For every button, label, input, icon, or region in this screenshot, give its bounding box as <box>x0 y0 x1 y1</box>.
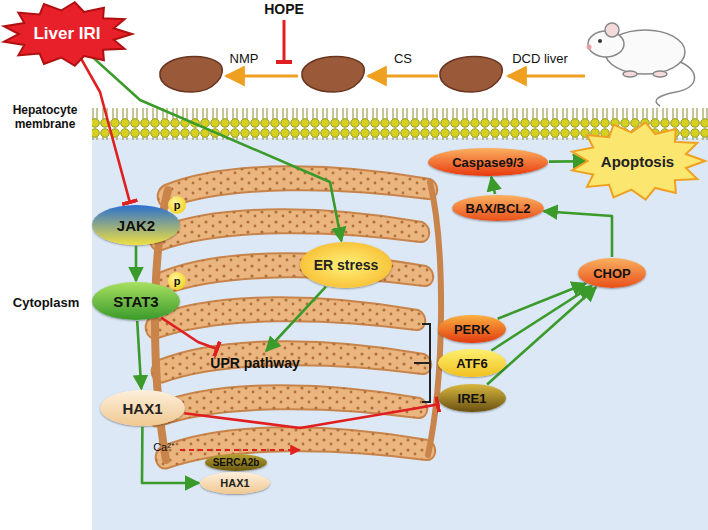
phospho-mark: p <box>174 276 181 287</box>
treatment-label-box: HOPE <box>258 1 310 17</box>
inhibition-line <box>81 58 130 203</box>
sensor-ellipse: ATF6 <box>438 349 506 377</box>
node-text: Apoptosis <box>601 153 674 170</box>
node-text: HAX1 <box>122 400 162 417</box>
step-label: CS <box>394 51 412 66</box>
region-label: Hepatocyte membrane <box>13 103 78 131</box>
node-text: UPR pathway <box>210 355 299 371</box>
step-label: NMP <box>230 51 259 66</box>
node-text: ER stress <box>314 257 379 273</box>
inhibition-line <box>184 404 437 428</box>
step-label-box: NMP <box>224 52 264 67</box>
step-label: DCD liver <box>512 51 568 66</box>
ion-label: Ca²⁺ <box>153 441 175 453</box>
liver-illustration <box>160 56 502 92</box>
outcome-burst: Apoptosis <box>570 122 705 200</box>
region-label: Cytoplasm <box>13 295 79 310</box>
activation-arrow <box>491 177 495 194</box>
transcription-factor-ellipse: STAT3 <box>92 282 180 320</box>
calcium-flux <box>180 449 300 451</box>
activation-arrow <box>487 287 596 384</box>
burst-shape <box>4 2 132 65</box>
phospho-mark-box: p <box>168 272 186 290</box>
sensor-ellipse: IRE1 <box>438 384 506 412</box>
effector-ellipse: CHOP <box>578 258 646 288</box>
activation-arrow <box>137 321 141 389</box>
endoplasmic-reticulum <box>146 166 441 468</box>
node-text: ATF6 <box>456 356 488 371</box>
hope-inhibition <box>283 20 286 62</box>
step-label-box: DCD liver <box>505 52 575 67</box>
protein-ellipse: HAX1 <box>100 390 185 426</box>
stress-ellipse: ER stress <box>300 242 392 288</box>
rat-illustration <box>587 23 695 106</box>
node-text: HAX1 <box>220 477 249 489</box>
activation-arrow <box>491 286 591 351</box>
perfusion-arrows <box>226 75 585 78</box>
node-text: BAX/BCL2 <box>465 201 530 216</box>
node-text: JAK2 <box>117 217 155 234</box>
activation-arrow <box>498 284 586 319</box>
step-label-box: CS <box>388 52 418 67</box>
node-text: Caspase9/3 <box>452 155 524 170</box>
node-text: SERCA2b <box>213 457 260 468</box>
activation-arrow <box>142 427 199 483</box>
node-text: IRE1 <box>458 391 487 406</box>
injury-burst: Liver IRI <box>2 2 132 66</box>
node-text: PERK <box>454 322 490 337</box>
phospho-mark-box: p <box>168 196 186 214</box>
activation-arrow <box>549 160 587 163</box>
activation-arrow <box>135 246 138 281</box>
burst-shape <box>572 122 705 199</box>
node-text: CHOP <box>593 266 631 281</box>
protein-ellipse: HAX1 <box>200 472 270 494</box>
activation-arrow <box>544 211 612 257</box>
activation-arrow <box>266 287 326 351</box>
effector-ellipse: Caspase9/3 <box>428 148 548 176</box>
upr-bracket <box>414 324 430 402</box>
phospho-mark: p <box>174 200 181 211</box>
treatment-label: HOPE <box>264 1 304 17</box>
pathway-label-box: UPR pathway <box>205 352 305 374</box>
node-text: Liver IRI <box>33 24 100 44</box>
pump-ellipse: SERCA2b <box>205 454 267 471</box>
node-text: STAT3 <box>113 293 158 310</box>
region-label-box: Cytoplasm <box>5 296 87 311</box>
ion-label-box: Ca²⁺ <box>148 441 180 454</box>
region-label-box: Hepatocyte membrane <box>3 104 87 132</box>
kinase-ellipse: JAK2 <box>92 205 180 245</box>
effector-ellipse: BAX/BCL2 <box>452 195 544 221</box>
sensor-ellipse: PERK <box>438 315 506 343</box>
inhibition-line <box>161 318 217 349</box>
